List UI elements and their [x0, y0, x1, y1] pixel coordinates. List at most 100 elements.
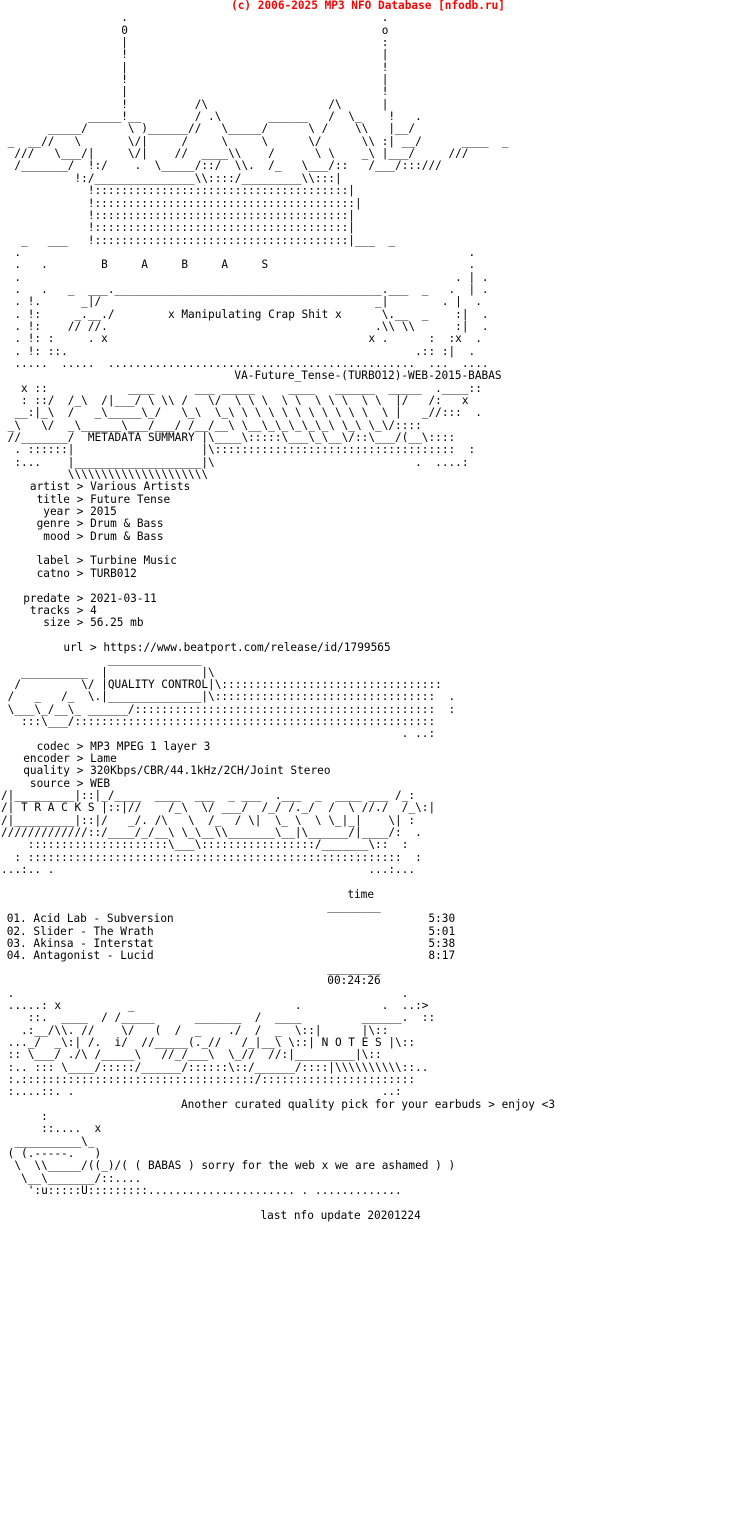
metadata-sep-year: > — [76, 505, 84, 519]
ascii-art-footer-logo: : ::.... x __________\_ ( (.-----. ) \ \… — [0, 1109, 736, 1197]
track-num: 04. — [6, 949, 27, 963]
metadata-label-size: size — [43, 616, 70, 630]
metadata-value-genre: Drum & Bass — [90, 517, 164, 531]
metadata-label-mood: mood — [43, 529, 70, 543]
metadata-field-url: url > https://www.beatport.com/release/i… — [13, 641, 390, 654]
metadata-label-label: label — [36, 554, 70, 568]
hatch-row-1: !:::::::::::::::::::::::::::::::::::::::… — [1, 196, 362, 210]
quality-sep-encoder: > — [76, 751, 84, 765]
track-time: 8:17 — [428, 949, 456, 963]
metadata-field-label: label > Turbine Music — [0, 554, 177, 568]
notes-text: Another curated quality pick for your ea… — [180, 1097, 556, 1111]
quality-sep-codec: > — [76, 739, 84, 753]
ascii-art-header: . . 0 o | : ! — [0, 12, 736, 185]
metadata-field-artist: artist > Various Artists — [0, 480, 190, 494]
quality-banner-lines: ______________ __________ | |\ / \/ |QUA… — [7, 653, 456, 741]
metadata-banner-lines: x :: ____ ___ _____ ____ ______ _____ ._… — [7, 381, 482, 482]
footer-greet: ( ( BABAS ) sorry for the web x we are a… — [121, 1159, 456, 1173]
hatch-row-3: !::::::::::::::::::::::::::::::::::::::| — [1, 221, 355, 235]
metadata-value-url[interactable]: https://www.beatport.com/release/id/1799… — [103, 640, 391, 654]
metadata-label-title: title — [36, 492, 70, 506]
metadata-label-predate: predate — [23, 591, 70, 605]
metadata-sep-artist: > — [76, 480, 84, 494]
quality-value-codec: MP3 MPEG 1 layer 3 — [90, 739, 211, 753]
quality-label-source: source — [29, 776, 70, 790]
footer-logo-lines: : ::.... x __________\_ ( (.-----. ) \ \… — [7, 1109, 122, 1173]
metadata-sep-predate: > — [76, 591, 84, 605]
metadata-sep-genre: > — [76, 517, 84, 531]
metadata-label-genre: genre — [36, 517, 70, 531]
notes-banner-lines: . . .....: x _ . . ..:> ::. ____ / /____… — [7, 986, 436, 1099]
ascii-art-metadata-banner: x :: ____ ___ _____ ____ ______ _____ ._… — [0, 381, 736, 482]
footer-logo-tail: \__\_______/::.... ':u:::::U:::::::::...… — [21, 1171, 402, 1197]
ascii-art-header-hatch: !::::::::::::::::::::::::::::::::::::::|… — [0, 184, 736, 247]
metadata-label-catno: catno — [36, 566, 70, 580]
metadata-sep-tracks: > — [76, 603, 84, 617]
metadata-sep-label: > — [76, 554, 84, 568]
ascii-art-group-panel: . . . . B A B A S . . — [0, 245, 736, 370]
quality-sep-quality: > — [76, 764, 84, 778]
metadata-field-title: title > Future Tense — [0, 492, 171, 506]
track-num: 03. — [6, 937, 27, 951]
tracklist-total-time: 00:24:26 — [327, 974, 381, 988]
metadata-value-predate: 2021-03-11 — [90, 591, 157, 605]
metadata-value-size: 56.25 mb — [90, 616, 144, 630]
metadata-value-mood: Drum & Bass — [90, 529, 164, 543]
footer-update-block: last nfo update 20201224 — [0, 1197, 736, 1222]
quality-label-encoder: encoder — [23, 751, 70, 765]
metadata-value-year: 2015 — [90, 505, 117, 519]
metadata-field-genre: genre > Drum & Bass — [0, 517, 164, 531]
metadata-field-year: year > 2015 — [0, 505, 117, 518]
quality-label-codec: codec — [36, 739, 70, 753]
notes-text-block: Another curated quality pick for your ea… — [0, 1097, 736, 1111]
metadata-field-size: size > 56.25 mb — [0, 616, 144, 630]
track-time: 5:01 — [428, 924, 456, 938]
group-panel-lines: . . . . B A B A S . . — [14, 245, 489, 370]
quality-field-encoder: encoder > Lame — [0, 752, 117, 765]
metadata-sep-size: > — [76, 616, 84, 630]
metadata-field-catno: catno > TURB012 — [0, 567, 137, 580]
ascii-art-quality-banner: ______________ __________ | |\ / \/ |QUA… — [0, 654, 736, 740]
release-name-block: VA-Future_Tense-(TURBO12)-WEB-2015-BABAS — [0, 369, 736, 383]
hatch-row-4: _ ___ !:::::::::::::::::::::::::::::::::… — [1, 233, 396, 247]
metadata-field-list: artist > Various Artists title > Future … — [0, 481, 736, 654]
ascii-art-tracks-banner: /|_________|::|_/____ ____ ___ _ ___ .__… — [0, 789, 736, 877]
metadata-sep-catno: > — [76, 566, 84, 580]
track-time: 5:30 — [428, 912, 456, 926]
metadata-field-predate: predate > 2021-03-11 — [0, 592, 157, 605]
tracklist-time-header: time — [347, 887, 375, 901]
quality-value-source: WEB — [90, 776, 111, 790]
quality-sep-source: > — [76, 776, 84, 790]
table-row: 01. Acid Lab - Subversion 5:30 — [6, 912, 456, 926]
metadata-sep-mood: > — [76, 529, 84, 543]
metadata-value-catno: TURB012 — [90, 566, 137, 580]
tracks-banner-lines: /|_________|::|_/____ ____ ___ _ ___ .__… — [1, 789, 436, 877]
track-title: Acid Lab - Subversion — [33, 912, 174, 926]
quality-field-quality: quality > 320Kbps/CBR/44.1kHz/2CH/Joint … — [0, 764, 331, 778]
quality-value-encoder: Lame — [90, 751, 117, 765]
metadata-sep-title: > — [76, 492, 84, 506]
hatch-row-2: !::::::::::::::::::::::::::::::::::::::| — [1, 208, 355, 222]
metadata-label-artist: artist — [29, 480, 70, 494]
metadata-value-label: Turbine Music — [90, 554, 177, 568]
header-art-lines: . . 0 o | : ! — [7, 11, 509, 185]
metadata-field-mood: mood > Drum & Bass — [0, 529, 164, 543]
metadata-value-tracks: 4 — [90, 603, 97, 617]
metadata-field-tracks: tracks > 4 — [0, 604, 97, 617]
metadata-sep-url: > — [90, 640, 97, 654]
quality-field-source: source > WEB — [0, 777, 110, 790]
nfo-database-credit: (c) 2006-2025 MP3 NFO Database [nfodb.ru… — [231, 0, 505, 12]
track-num: 01. — [6, 912, 27, 926]
metadata-label-year: year — [43, 505, 70, 519]
metadata-label-url: url — [63, 640, 84, 654]
release-name: VA-Future_Tense-(TURBO12)-WEB-2015-BABAS — [234, 369, 502, 383]
quality-field-codec: codec > MP3 MPEG 1 layer 3 — [0, 739, 211, 753]
metadata-label-tracks: tracks — [29, 603, 70, 617]
hatch-row-0: !::::::::::::::::::::::::::::::::::::::| — [1, 184, 355, 198]
quality-value-quality: 320Kbps/CBR/44.1kHz/2CH/Joint Stereo — [90, 764, 331, 778]
